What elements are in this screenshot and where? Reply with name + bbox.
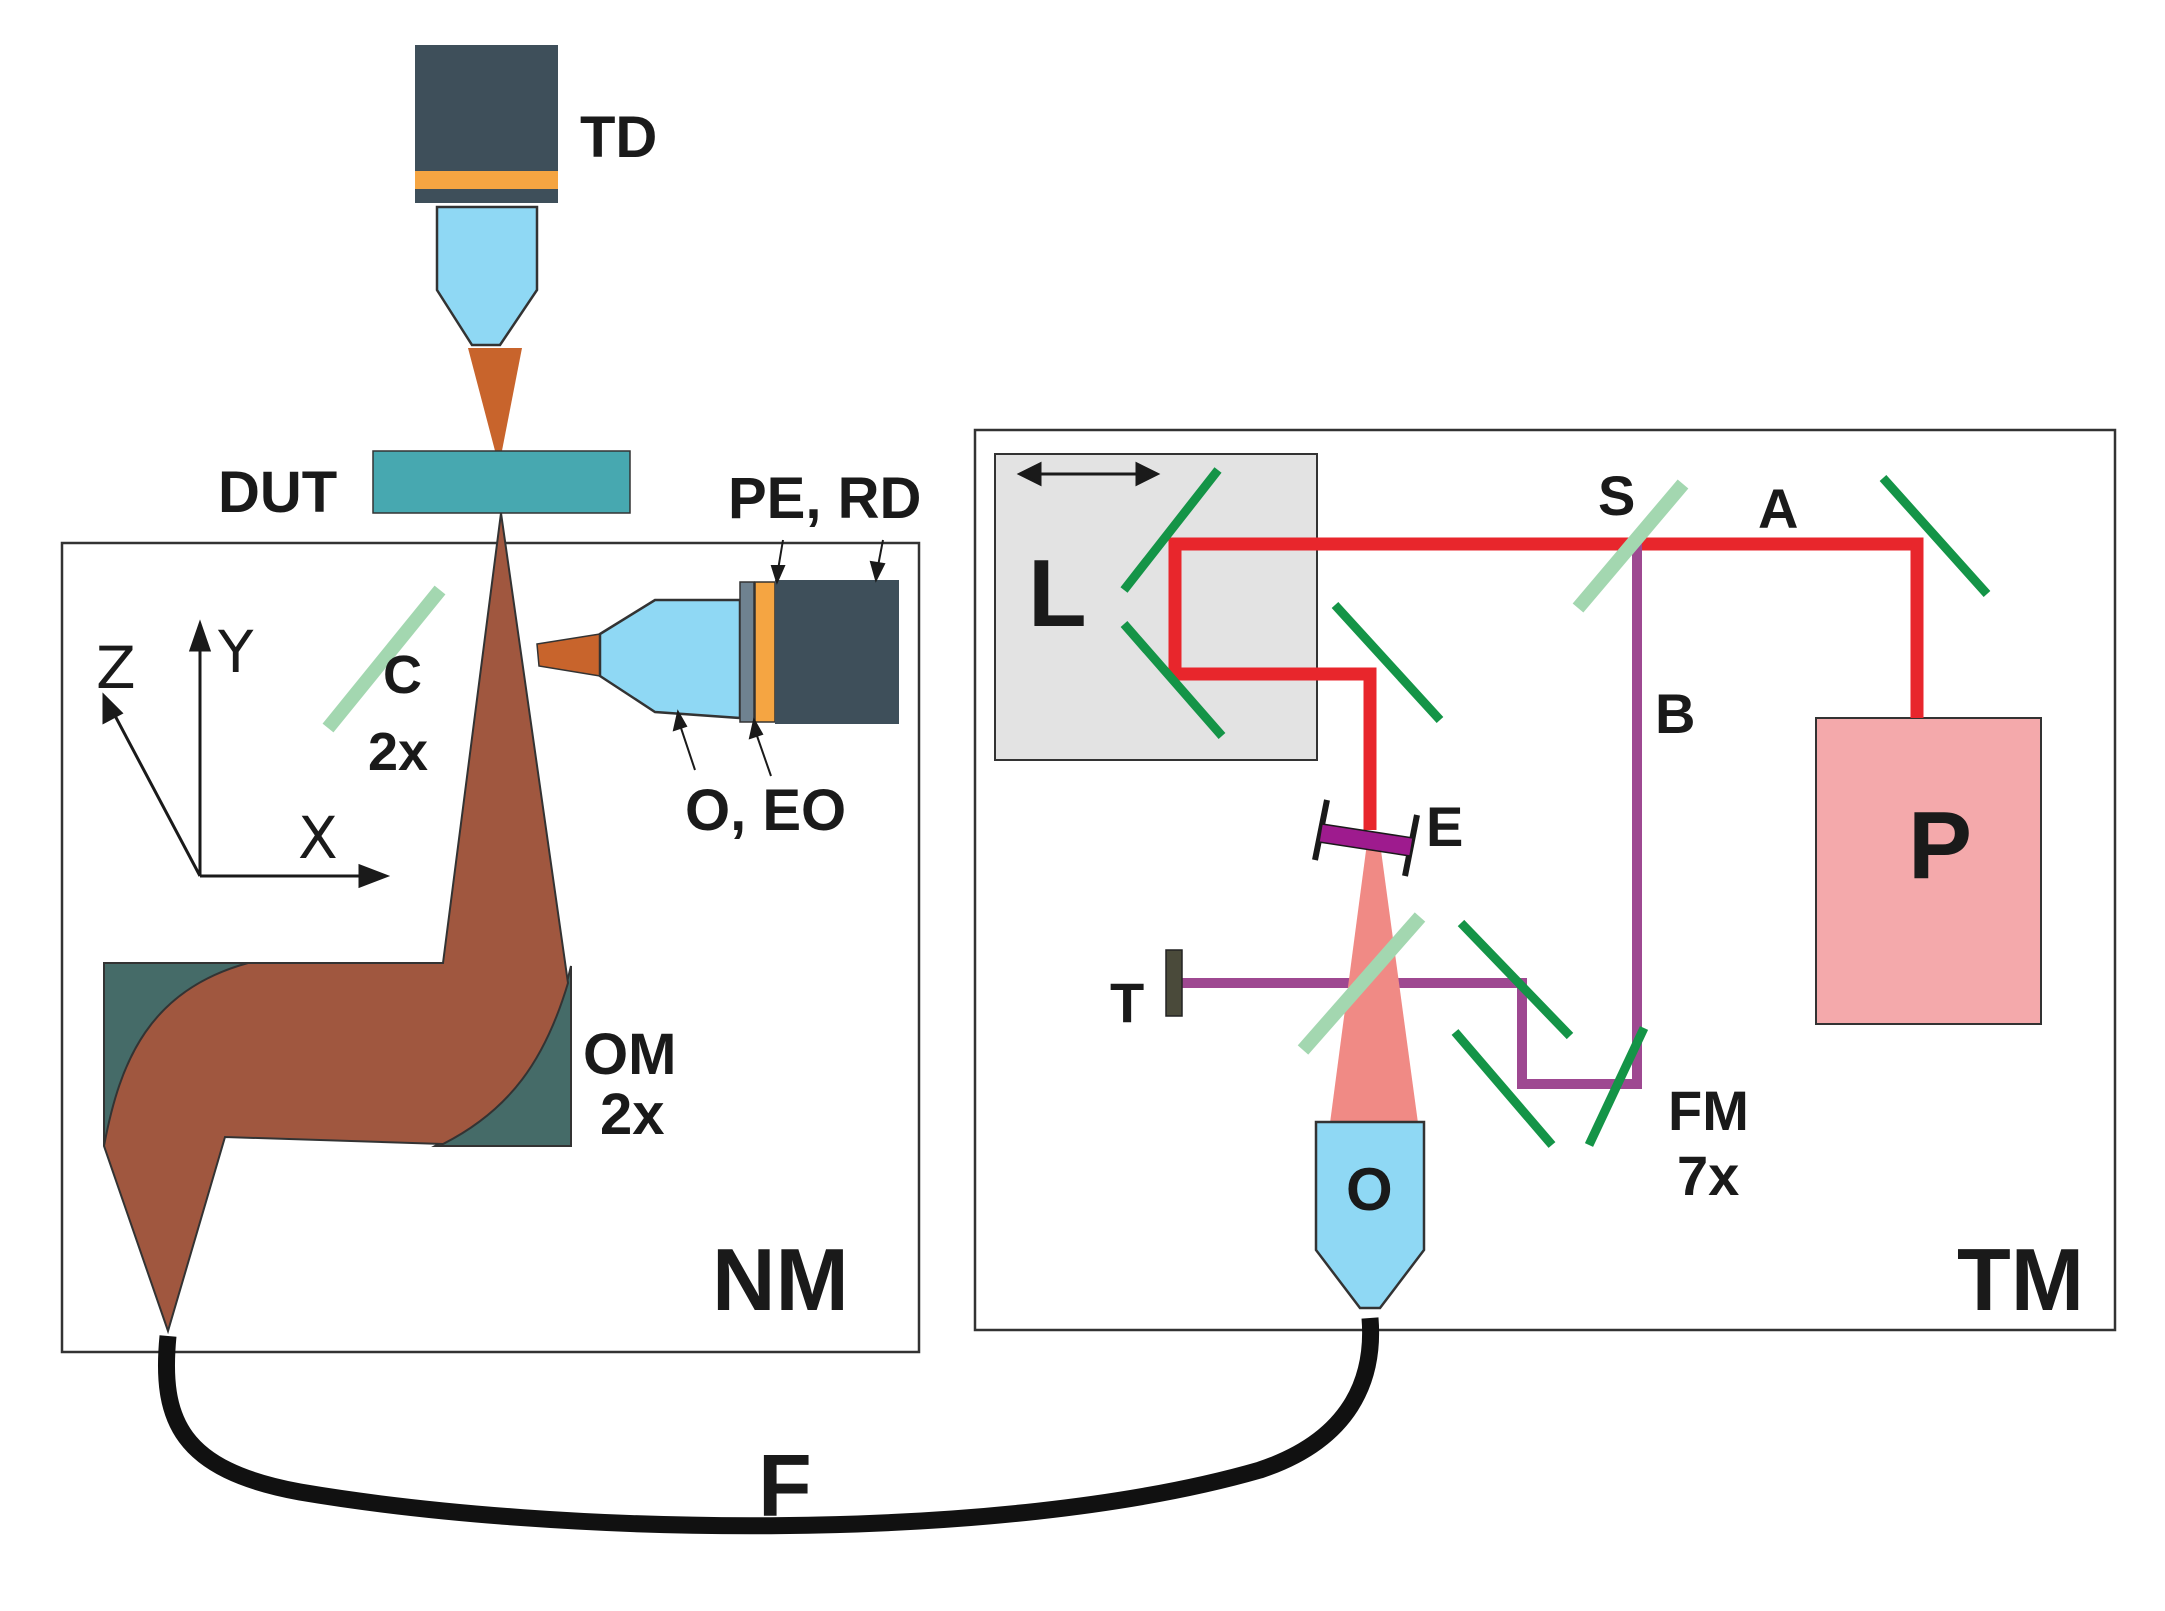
label-fm-count: 7x <box>1677 1144 1739 1207</box>
beam-a-red <box>1168 537 1924 830</box>
coordinate-axes <box>102 619 391 889</box>
mirror-stage-upper <box>1120 467 1222 593</box>
pe-arrow-head <box>770 565 786 585</box>
label-c-count: 2x <box>368 722 428 782</box>
mirror-lower-right-bottom <box>1584 1026 1649 1147</box>
delay-stage-l <box>994 453 1318 761</box>
top-light-cone <box>468 348 522 466</box>
stage-arrow-right-head <box>1135 461 1161 487</box>
rd-arrow <box>877 539 884 567</box>
mirror-lower-right-left <box>1451 1029 1556 1148</box>
o-arrow-head <box>672 709 688 732</box>
annotation-arrows <box>672 539 886 777</box>
label-axis-x: X <box>298 804 338 872</box>
y-axis-head <box>188 619 212 652</box>
mirror-lower-right-upper <box>1457 919 1574 1040</box>
label-nm: NM <box>712 1230 849 1329</box>
tm-objective-o <box>1314 1120 1426 1310</box>
x-axis-head <box>358 863 391 889</box>
element-e <box>1312 799 1420 877</box>
label-axis-z: Z <box>96 634 136 702</box>
label-a: A <box>1758 477 1798 540</box>
stage-motion-arrow <box>1016 461 1161 487</box>
mirror-stage-lower <box>1120 621 1226 739</box>
label-o-tm: O <box>1346 1156 1393 1223</box>
pump-laser-p <box>1815 717 2042 1025</box>
z-axis <box>110 709 202 877</box>
top-detector <box>415 45 558 347</box>
eo-arrow-head <box>748 717 764 740</box>
label-b: B <box>1655 682 1695 745</box>
rd-arrow-head <box>869 560 886 583</box>
top-detector-filter <box>415 171 558 189</box>
label-t: T <box>1110 971 1144 1034</box>
label-s: S <box>1598 464 1635 527</box>
label-c: C <box>383 645 422 705</box>
label-fm: FM <box>1668 1079 1749 1142</box>
side-detector-ring <box>739 581 755 723</box>
probe-cone <box>1330 843 1418 1123</box>
label-om: OM <box>583 1022 676 1087</box>
eo-arrow <box>755 732 772 777</box>
o-arrow <box>679 724 696 771</box>
side-filter <box>754 581 776 723</box>
label-dut: DUT <box>218 460 337 525</box>
label-e: E <box>1426 795 1463 858</box>
splitter-s <box>1572 479 1689 613</box>
splitter-c <box>322 585 446 733</box>
collection-light-path <box>102 512 570 1335</box>
fiber-f <box>157 1317 1380 1535</box>
label-l: L <box>1028 540 1087 647</box>
side-detector-body <box>775 580 899 724</box>
label-o-eo: O, EO <box>685 778 846 843</box>
top-objective <box>435 205 539 347</box>
stage-arrow-left-head <box>1016 461 1042 487</box>
element-e-body <box>1318 823 1414 857</box>
label-p: P <box>1908 792 1972 899</box>
mirror-upper-mid <box>1331 601 1444 724</box>
label-f: F <box>758 1436 812 1535</box>
mirror-pump-a <box>1879 474 1991 598</box>
label-tm: TM <box>1957 1230 2084 1329</box>
dut-sample <box>372 450 631 514</box>
label-om-count: 2x <box>600 1082 665 1147</box>
z-axis-head <box>102 692 124 725</box>
target-t <box>1165 949 1183 1017</box>
label-axis-y: Y <box>217 618 254 686</box>
tm-splitter-lower <box>1297 912 1426 1055</box>
folding-mirrors-fm <box>1120 467 1991 1148</box>
beam-b-purple <box>1180 544 1642 1089</box>
label-pe-rd: PE, RD <box>728 466 921 531</box>
label-td: TD <box>580 105 657 170</box>
